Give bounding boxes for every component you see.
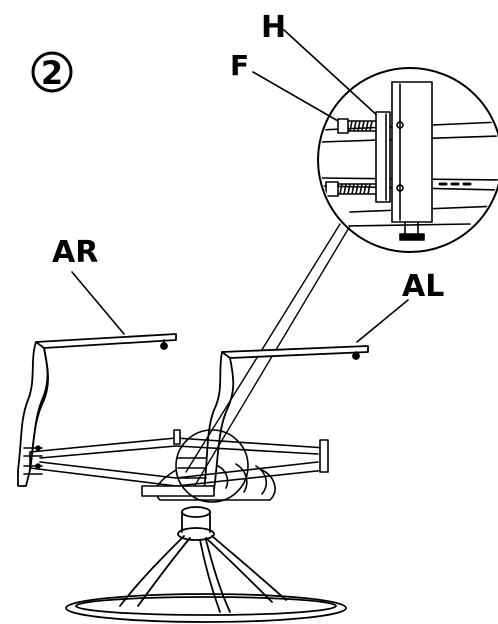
small-zoom-circle <box>175 429 249 503</box>
swivel-mechanism <box>141 429 276 503</box>
swivel-housing <box>155 469 276 501</box>
zoom-bolt-top-head <box>337 118 349 134</box>
left-bolt-head-1 <box>35 445 41 451</box>
frame-inner-top <box>39 445 319 459</box>
column-collar <box>177 527 215 541</box>
left-bolts <box>23 447 43 475</box>
step-number: 2 <box>41 54 63 92</box>
step-circle <box>31 51 73 93</box>
leg-right <box>211 535 287 601</box>
zoom-bolt-top-shaft <box>347 120 377 132</box>
zoom-rail-base <box>344 223 471 227</box>
chair-base <box>65 506 347 623</box>
leader-ar <box>71 271 125 335</box>
leader-al <box>356 299 409 343</box>
zoom-post <box>391 81 433 223</box>
al-top-bar <box>221 345 369 359</box>
frame-corner-bracket <box>173 429 181 445</box>
zoom-foot-plate <box>399 233 425 241</box>
zoom-detail <box>317 67 498 253</box>
zoom-bolt-bottom <box>325 181 377 197</box>
al-frame-inner <box>213 357 235 491</box>
zoom-bolt-top <box>337 118 377 134</box>
ar-top-bar <box>35 333 177 349</box>
leg-center-inner <box>205 539 231 613</box>
ar-frame-outer <box>17 341 49 487</box>
zoom-hole-bottom <box>396 184 404 192</box>
zoom-bolt-bottom-head <box>325 181 339 197</box>
zoom-bolt-small <box>177 457 207 479</box>
base-ring-inner <box>75 596 337 616</box>
frame-inner-bottom <box>39 461 319 479</box>
base-ring-outer <box>65 593 347 623</box>
ar-frame-inner <box>29 347 49 471</box>
leg-left-inner <box>137 537 191 607</box>
left-bolt-head-2 <box>35 463 41 469</box>
column-top <box>181 506 211 518</box>
zoom-bolt-bottom-shaft <box>337 183 377 195</box>
label-f: F <box>230 49 249 82</box>
zoom-bracket-h <box>375 111 391 203</box>
frame-side-plate <box>319 439 329 473</box>
leg-center <box>199 539 221 613</box>
label-h: H <box>261 10 286 45</box>
arm-al <box>203 345 369 491</box>
arm-ar <box>17 333 177 487</box>
leader-f <box>252 71 346 126</box>
seat-frame <box>23 429 329 487</box>
label-ar: AR <box>52 235 98 270</box>
leader-h <box>283 29 381 119</box>
al-frame-outer <box>203 351 223 491</box>
step-number-badge: 2 <box>31 51 73 93</box>
zoom-hole-top <box>396 121 404 129</box>
zoom-circle <box>317 67 498 253</box>
label-al: AL <box>402 269 444 304</box>
swivel-plate <box>141 485 215 497</box>
leg-right-inner <box>205 537 273 603</box>
